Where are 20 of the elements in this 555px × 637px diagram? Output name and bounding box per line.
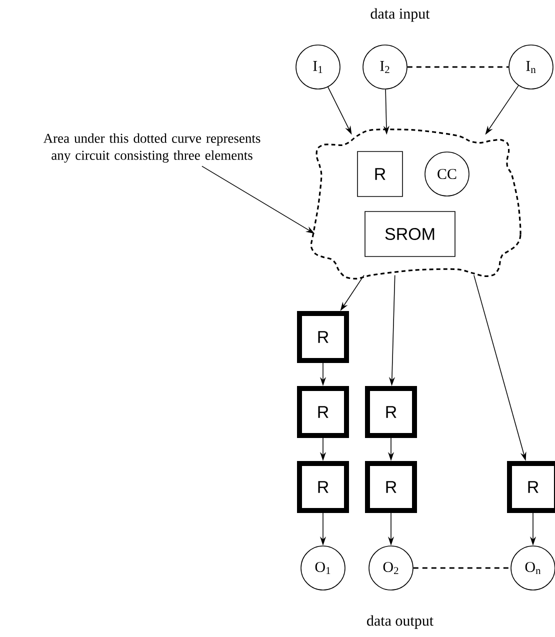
dashed-line [407, 66, 509, 68]
memory-box: SROM [364, 211, 456, 257]
heading-label: data output [367, 615, 434, 629]
register-box: R [365, 386, 417, 438]
dashed-line [413, 567, 511, 569]
register-box: R [357, 151, 403, 197]
register-box: R [365, 461, 417, 513]
register-box: R [297, 386, 349, 438]
register-box: R [297, 311, 349, 363]
circle-node: I$_{2}$ [362, 44, 408, 90]
circle-node: O$_{2}$ [368, 546, 414, 590]
dotted-cloud [310, 128, 522, 280]
register-box: R [507, 461, 555, 513]
register-box: R [297, 461, 349, 513]
circle-node: I$_{1}$ [296, 44, 340, 90]
circle-node: I$_{n}$ [508, 44, 554, 90]
heading-label: data input [370, 8, 430, 22]
annotation-text: Area under this dotted curve represents any circuit consisting three elements [43, 133, 260, 163]
circle-node: O$_{1}$ [300, 546, 346, 590]
circle-node: CC [424, 152, 470, 196]
